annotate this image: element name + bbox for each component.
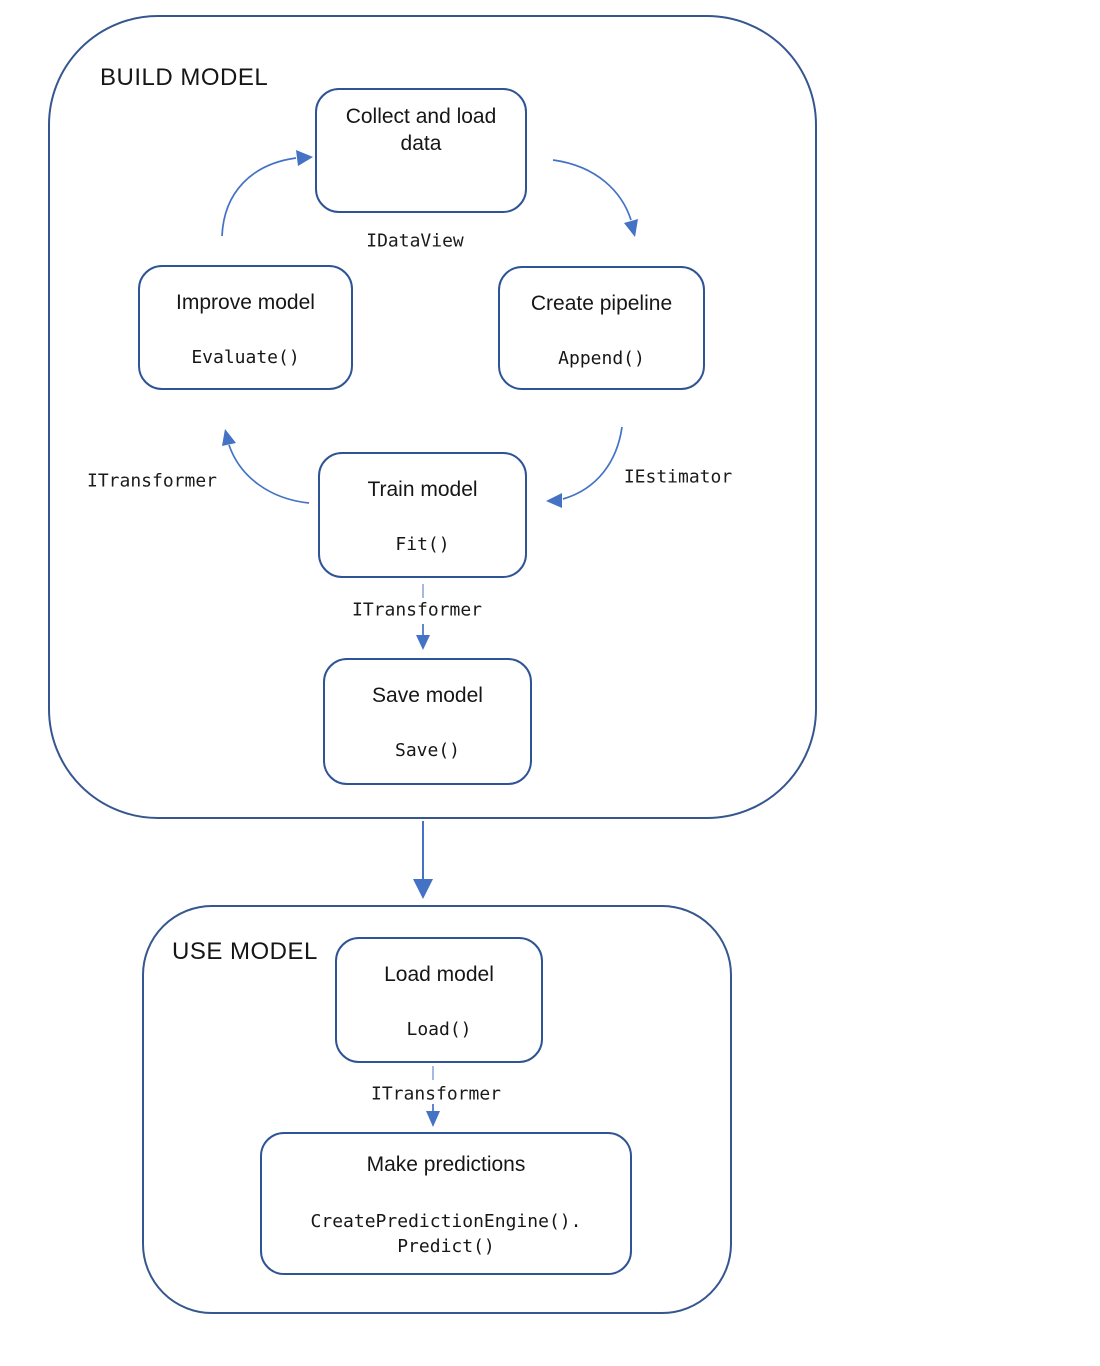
node-load-model: Load model Load() [335,937,543,1063]
node-improve-model-code: Evaluate() [191,347,300,368]
label-iestimator: IEstimator [623,466,733,488]
label-itransformer-save: ITransformer [351,599,483,621]
node-save-model-code: Save() [394,740,461,761]
label-idataview: IDataView [366,230,464,252]
node-improve-model: Improve model Evaluate() [138,265,353,390]
build-model-container [48,15,817,819]
node-load-model-title: Load model [384,963,494,986]
use-model-label: USE MODEL [172,938,318,965]
use-model-container [142,905,732,1314]
node-create-pipeline-title: Create pipeline [530,292,673,315]
node-train-model: Train model Fit() [318,452,527,578]
node-save-model: Save model Save() [323,658,532,785]
label-itransformer-use: ITransformer [370,1083,502,1105]
arrow-build-to-use [413,821,433,899]
node-make-predictions-code: CreatePredictionEngine(). Predict() [310,1211,582,1257]
label-itransformer-cycle: ITransformer [86,470,218,492]
node-collect-data: Collect and load data [315,88,527,213]
node-create-pipeline: Create pipeline Append() [498,266,705,390]
node-make-predictions: Make predictions CreatePredictionEngine(… [260,1132,632,1275]
node-train-model-title: Train model [367,478,478,501]
build-model-label: BUILD MODEL [100,64,269,91]
node-train-model-code: Fit() [395,534,450,555]
node-save-model-title: Save model [372,684,483,707]
node-load-model-code: Load() [406,1019,472,1040]
node-create-pipeline-code: Append() [558,348,645,369]
node-collect-data-title: Collect and load data [345,105,497,155]
node-improve-model-title: Improve model [176,291,315,314]
node-make-predictions-title: Make predictions [366,1153,526,1176]
